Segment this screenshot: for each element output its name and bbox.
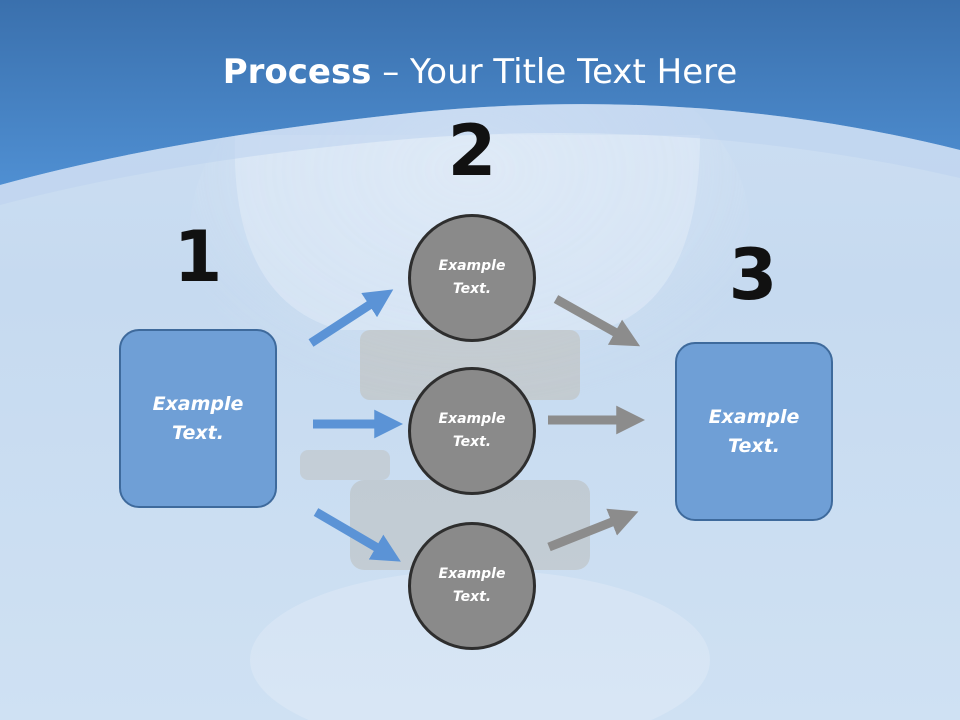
- step-2-circle-3: Example Text.: [408, 522, 536, 650]
- arrow-1-to-2c: [313, 508, 401, 562]
- title-rest: – Your Title Text Here: [371, 52, 738, 92]
- slide-title: Process – Your Title Text Here: [0, 52, 960, 92]
- step-3-box: Example Text.: [675, 342, 833, 521]
- header-band: [0, 0, 960, 185]
- header-swoosh: [0, 104, 960, 205]
- step-2-circle-1-label: Example Text.: [438, 258, 506, 297]
- step-number-2: 2: [447, 110, 497, 192]
- step-2-circle-2-label: Example Text.: [438, 411, 506, 450]
- step-2-circle-1: Example Text.: [408, 214, 536, 342]
- step-1-box: Example Text.: [119, 329, 277, 508]
- step-1-label: Example Text.: [152, 392, 244, 444]
- step-3-label: Example Text.: [708, 405, 800, 457]
- step-number-1: 1: [173, 216, 223, 298]
- step-number-3: 3: [728, 234, 778, 316]
- step-2-circle-2: Example Text.: [408, 367, 536, 495]
- title-bold: Process: [222, 52, 372, 92]
- arrow-1-to-2a: [308, 289, 394, 347]
- arrow-2c-to-3: [547, 508, 639, 552]
- arrow-2a-to-3: [553, 295, 641, 347]
- step-2-circle-3-label: Example Text.: [438, 566, 506, 605]
